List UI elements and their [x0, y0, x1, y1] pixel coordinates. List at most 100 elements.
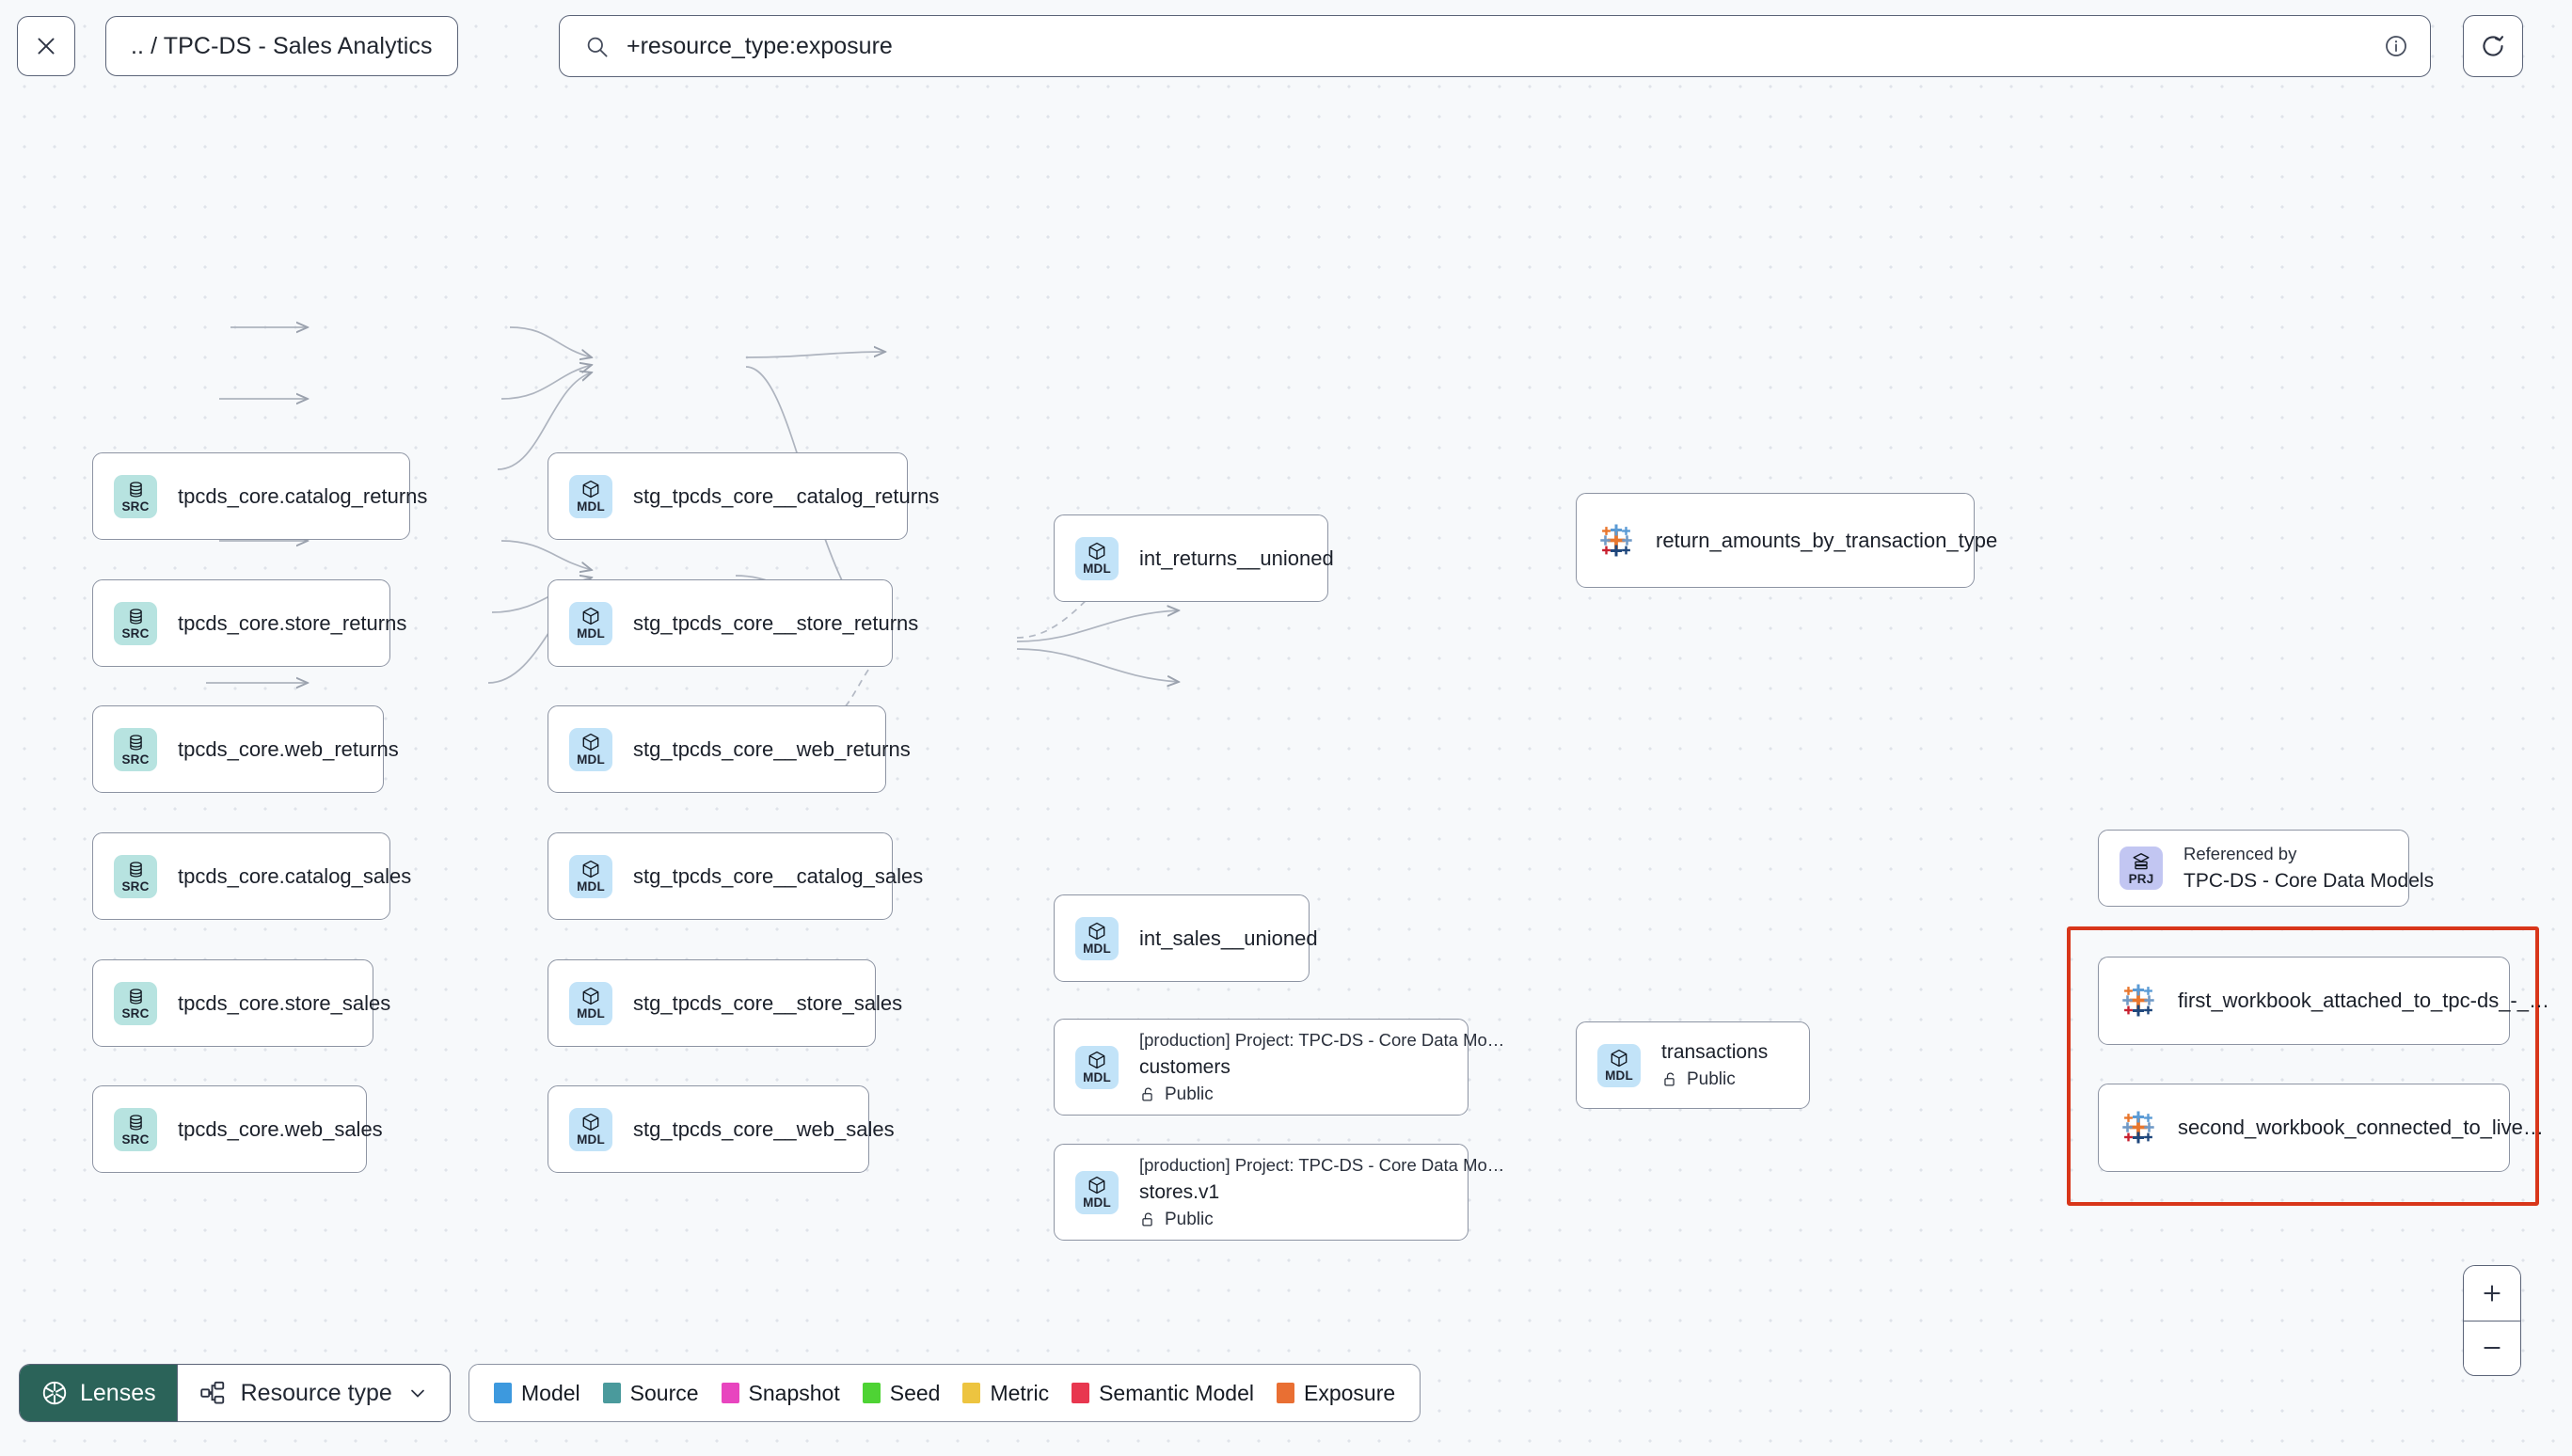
lenses-button[interactable]: Lenses	[20, 1365, 177, 1421]
mdl-badge: MDL	[1075, 916, 1119, 960]
graph-node-src-catalog-returns[interactable]: SRC tpcds_core.catalog_returns	[92, 452, 427, 540]
src-badge: SRC	[114, 474, 157, 518]
node-label: stg_tpcds_core__web_returns	[633, 736, 911, 761]
badge-label: MDL	[1083, 942, 1111, 957]
legend-label: Metric	[990, 1380, 1050, 1405]
zoom-out-button[interactable]	[2464, 1320, 2520, 1375]
cube-icon	[582, 734, 599, 752]
bottom-toolbar: Lenses Resource type Model Source Snapshot…	[0, 1354, 2572, 1456]
zoom-controls	[2463, 1265, 2521, 1376]
legend-label: Exposure	[1304, 1380, 1396, 1405]
badge-label: SRC	[121, 752, 150, 767]
node-subtitle: Referenced by	[2183, 844, 2297, 863]
refresh-icon	[2483, 36, 2504, 56]
access-level-label: Public	[1165, 1209, 1214, 1229]
graph-node-mdl-stg-web-returns[interactable]: MDL stg_tpcds_core__web_returns	[548, 705, 911, 793]
database-icon	[129, 482, 142, 498]
node-label: stg_tpcds_core__catalog_sales	[633, 863, 924, 888]
legend-item-metric[interactable]: Metric	[962, 1381, 1049, 1406]
legend-swatch	[494, 1383, 512, 1403]
info-icon[interactable]	[2383, 33, 2409, 59]
close-button[interactable]	[17, 16, 75, 76]
legend-label: Semantic Model	[1099, 1380, 1254, 1405]
mdl-badge: MDL	[569, 981, 612, 1025]
badge-label: MDL	[577, 499, 605, 514]
mdl-badge: MDL	[1075, 1170, 1119, 1214]
lenses-label: Lenses	[80, 1379, 156, 1406]
badge-label: SRC	[121, 1132, 150, 1147]
access-level: Public	[1139, 1084, 1443, 1105]
badge-label: MDL	[577, 752, 605, 768]
cube-icon	[1088, 923, 1105, 941]
legend-item-seed[interactable]: Seed	[862, 1380, 941, 1406]
zoom-in-button[interactable]	[2464, 1266, 2520, 1321]
graph-node-mdl-stores-v1[interactable]: MDL[production] Project: TPC-DS - Core D…	[1054, 1144, 1504, 1241]
resource-type-legend: Model Source Snapshot Seed Metric Semantic Mo…	[468, 1364, 1421, 1422]
resource-type-label: Resource type	[240, 1379, 392, 1406]
legend-item-source[interactable]: Source	[602, 1380, 699, 1406]
access-level: Public	[1139, 1210, 1443, 1230]
access-level: Public	[1661, 1069, 1768, 1090]
node-label: tpcds_core.web_returns	[178, 736, 399, 761]
database-icon	[129, 862, 142, 878]
src-badge: SRC	[114, 1107, 157, 1151]
graph-node-exp-second-workbook[interactable]: second_workbook_connected_to_live…	[2098, 1084, 2544, 1172]
cube-icon	[582, 1114, 599, 1132]
legend-label: Seed	[889, 1380, 941, 1405]
src-badge: SRC	[114, 727, 157, 771]
legend-item-model[interactable]: Model	[494, 1381, 580, 1406]
badge-label: MDL	[1083, 1195, 1111, 1211]
legend-swatch	[1072, 1383, 1090, 1403]
resource-type-dropdown[interactable]: Resource type	[176, 1365, 450, 1421]
mdl-badge: MDL	[569, 474, 612, 518]
legend-label: Model	[521, 1380, 580, 1405]
breadcrumb[interactable]: .. / TPC-DS - Sales Analytics	[105, 16, 458, 76]
graph-node-exp-first-workbook[interactable]: first_workbook_attached_to_tpc-ds_-_…	[2098, 957, 2549, 1045]
node-label: second_workbook_connected_to_live…	[2178, 1116, 2544, 1139]
chevron-down-icon	[410, 1389, 424, 1398]
mdl-badge: MDL	[1075, 536, 1119, 580]
node-label: tpcds_core.catalog_returns	[178, 483, 428, 508]
graph-node-mdl-customers[interactable]: MDL[production] Project: TPC-DS - Core D…	[1054, 1019, 1504, 1116]
badge-label: MDL	[577, 626, 605, 641]
legend-item-snapshot[interactable]: Snapshot	[721, 1380, 840, 1406]
graph-node-exp-return-amounts[interactable]: return_amounts_by_transaction_type	[1576, 493, 1997, 588]
badge-label: MDL	[1083, 1070, 1111, 1085]
search-query-text: +resource_type:exposure	[627, 32, 893, 59]
node-title: stores.v1	[1139, 1180, 1220, 1203]
search-input[interactable]: +resource_type:exposure	[559, 15, 2431, 77]
tableau-icon	[1600, 524, 1632, 556]
tableau-icon	[2122, 984, 2154, 1017]
node-label: tpcds_core.store_sales	[178, 990, 391, 1015]
legend-swatch	[962, 1383, 981, 1403]
unlock-icon	[1142, 1087, 1152, 1101]
legend-item-semantic-model[interactable]: Semantic Model	[1072, 1381, 1254, 1406]
badge-label: MDL	[577, 1132, 605, 1147]
legend-item-exposure[interactable]: Exposure	[1277, 1381, 1395, 1406]
cube-icon	[1088, 1177, 1105, 1195]
graph-node-src-web-returns[interactable]: SRC tpcds_core.web_returns	[92, 705, 399, 793]
plus-icon	[2484, 1285, 2501, 1302]
prj-badge: PRJ	[2120, 847, 2163, 890]
aperture-icon	[42, 1381, 67, 1405]
legend-label: Snapshot	[748, 1380, 840, 1405]
cube-icon	[582, 608, 599, 625]
badge-label: PRJ	[2128, 871, 2154, 886]
legend-label: Source	[629, 1380, 699, 1405]
refresh-button[interactable]	[2463, 15, 2523, 77]
